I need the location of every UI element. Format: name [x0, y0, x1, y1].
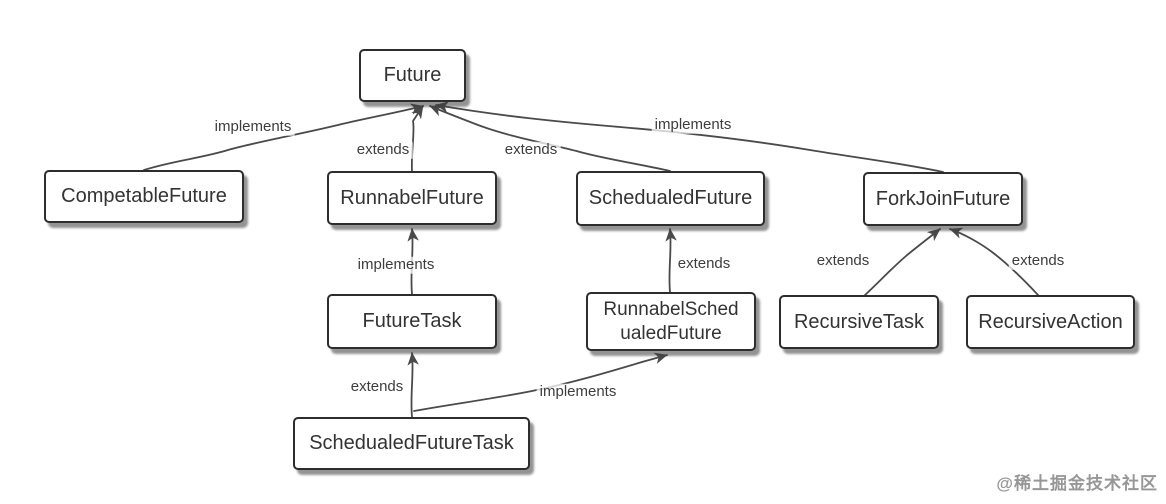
edge-recursivetask-forkjoinfuture: [864, 228, 941, 296]
edge-runnabelschedualedfuture-schedualedfuture: [665, 228, 677, 293]
edge-schedualedfuturetask-runnabelschedualedfuture: [413, 352, 668, 412]
edge-label-schedualedfuturetask-implements: implements: [536, 383, 620, 401]
edge-label-futuretask-implements: implements: [354, 256, 438, 274]
node-schedualed-future-task: SchedualedFutureTask: [293, 417, 530, 470]
edge-label-recursiveaction-extends: extends: [1008, 252, 1068, 270]
node-runnabel-future: RunnabelFuture: [327, 171, 497, 225]
edge-recursiveaction-forkjoinfuture: [949, 227, 1039, 296]
edge-label-competablefuture-implements: implements: [211, 118, 295, 136]
node-recursive-action: RecursiveAction: [966, 295, 1135, 349]
edge-label-runnabelfuture-extends: extends: [353, 141, 413, 159]
node-runnabel-schedualed-future: RunnabelSched ualedFuture: [586, 292, 756, 351]
edge-schedualedfuturetask-futuretask: [407, 352, 419, 418]
node-recursive-task: RecursiveTask: [779, 295, 939, 349]
edge-runnabelfuture-future: [410, 105, 424, 172]
node-competable-future: CompetableFuture: [44, 170, 244, 223]
node-future: Future: [359, 49, 466, 102]
edge-competablefuture-future: [143, 103, 424, 171]
juejin-watermark: @稀土掘金技术社区: [996, 474, 1158, 493]
edge-label-schedualedfuturetask-extends: extends: [347, 378, 407, 396]
node-schedualed-future: SchedualedFuture: [576, 171, 765, 226]
edge-schedualedfuture-future: [429, 105, 671, 172]
edge-label-forkjoinfuture-implements: implements: [651, 116, 735, 134]
edge-forkjoinfuture-future: [435, 101, 944, 173]
edge-label-schedualedfuture-extends: extends: [501, 141, 561, 159]
edge-label-recursivetask-extends: extends: [813, 252, 873, 270]
edge-label-runnabelschedualedfuture-extends: extends: [674, 255, 734, 273]
node-future-task: FutureTask: [327, 294, 497, 349]
node-forkjoin-future: ForkJoinFuture: [863, 172, 1023, 226]
